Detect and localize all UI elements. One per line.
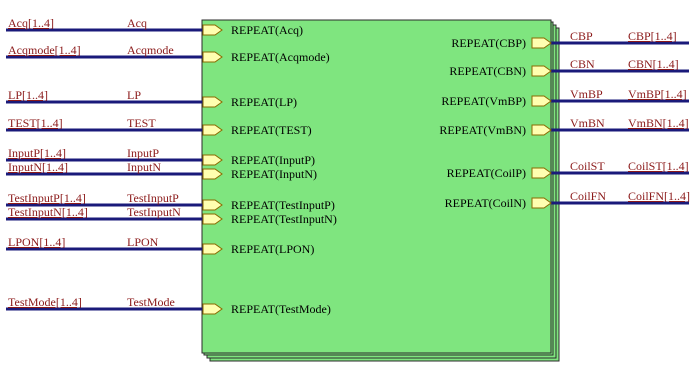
wire-label-inputn: InputN (127, 160, 161, 174)
net-label-lpon[interactable]: LPON[1..4] (8, 235, 66, 249)
port-label-testinputn: REPEAT(TestInputN) (231, 212, 337, 226)
net-label-testinputn[interactable]: TestInputN[1..4] (8, 205, 88, 219)
net-label-inputp[interactable]: InputP[1..4] (8, 146, 66, 160)
net-label-vmbp[interactable]: VmBP[1..4] (628, 88, 687, 100)
port-label-lpon: REPEAT(LPON) (231, 242, 315, 256)
wire-label-acq: Acq (127, 16, 147, 30)
wire-label-vmbp: VmBP (570, 87, 603, 101)
sheet-symbol[interactable] (201, 19, 552, 354)
port-label-coilfn: REPEAT(CoilN) (444, 196, 526, 210)
output-port-vmbp[interactable] (531, 95, 552, 107)
net-label-inputn[interactable]: InputN[1..4] (8, 160, 68, 174)
port-label-cbp: REPEAT(CBP) (451, 36, 526, 50)
wire-label-inputp: InputP (127, 146, 160, 160)
wire-label-test: TEST (127, 116, 156, 130)
port-label-inputn: REPEAT(InputN) (231, 167, 317, 181)
wire-label-coilfn: CoilFN (570, 189, 607, 203)
port-label-lp: REPEAT(LP) (231, 95, 297, 109)
wire-label-cbn: CBN (570, 57, 595, 71)
output-port-coilst[interactable] (531, 167, 552, 179)
input-port-testinputp[interactable] (202, 199, 223, 211)
input-port-lp[interactable] (202, 96, 223, 108)
input-port-inputp[interactable] (202, 154, 223, 166)
port-label-acqmode: REPEAT(Acqmode) (231, 50, 330, 64)
input-port-lpon[interactable] (202, 243, 223, 255)
wire-label-cbp: CBP (570, 29, 593, 43)
port-label-testmode: REPEAT(TestMode) (231, 302, 331, 316)
port-label-cbn: REPEAT(CBN) (449, 64, 526, 78)
wire-label-coilst: CoilST (570, 159, 605, 173)
port-label-vmbn: REPEAT(VmBN) (439, 123, 526, 137)
input-port-acqmode[interactable] (202, 51, 223, 63)
net-label-testmode[interactable]: TestMode[1..4] (8, 295, 82, 309)
net-label-test[interactable]: TEST[1..4] (8, 116, 63, 130)
wire-label-testinputp: TestInputP (127, 191, 179, 205)
wire-label-testmode: TestMode (127, 295, 175, 309)
wire-label-lpon: LPON (127, 235, 159, 249)
input-port-test[interactable] (202, 124, 223, 136)
wire-label-vmbn: VmBN (570, 116, 605, 130)
wire-label-lp: LP (127, 88, 142, 102)
net-label-lp[interactable]: LP[1..4] (8, 88, 48, 102)
port-label-acq: REPEAT(Acq) (231, 23, 303, 37)
port-label-coilst: REPEAT(CoilP) (446, 166, 526, 180)
net-label-coilfn[interactable]: CoilFN[1..4] (628, 190, 691, 202)
wire-label-acqmode: Acqmode (127, 43, 174, 57)
output-port-cbn[interactable] (531, 65, 552, 77)
net-label-coilst[interactable]: CoilST[1..4] (628, 160, 689, 172)
net-label-cbn[interactable]: CBN[1..4] (628, 58, 679, 70)
net-label-cbp[interactable]: CBP[1..4] (628, 30, 677, 42)
net-label-acq[interactable]: Acq[1..4] (8, 16, 54, 30)
net-label-acqmode[interactable]: Acqmode[1..4] (8, 43, 81, 57)
input-port-acq[interactable] (202, 24, 223, 36)
port-label-test: REPEAT(TEST) (231, 123, 312, 137)
output-port-coilfn[interactable] (531, 197, 552, 209)
output-port-cbp[interactable] (531, 37, 552, 49)
net-label-vmbn[interactable]: VmBN[1..4] (628, 117, 689, 129)
wire-label-testinputn: TestInputN (127, 205, 181, 219)
port-label-vmbp: REPEAT(VmBP) (441, 94, 526, 108)
port-label-inputp: REPEAT(InputP) (231, 153, 315, 167)
input-port-testmode[interactable] (202, 303, 223, 315)
input-port-testinputn[interactable] (202, 213, 223, 225)
input-port-inputn[interactable] (202, 168, 223, 180)
port-label-testinputp: REPEAT(TestInputP) (231, 198, 335, 212)
output-port-vmbn[interactable] (531, 124, 552, 136)
net-label-testinputp[interactable]: TestInputP[1..4] (8, 191, 86, 205)
